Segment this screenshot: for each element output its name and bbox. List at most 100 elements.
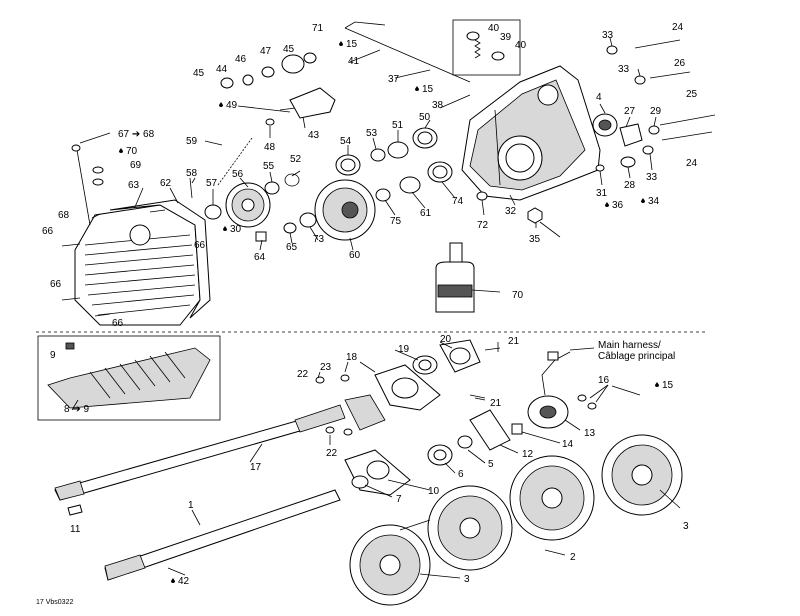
callout: 66 xyxy=(112,318,124,329)
callout: 67 ➔ 68 xyxy=(118,129,155,140)
callout: 56 xyxy=(232,169,244,180)
callout: 75 xyxy=(390,216,402,227)
washer-45b xyxy=(303,52,317,64)
callout: 68 xyxy=(58,210,70,221)
bolt-66d xyxy=(149,209,166,213)
bolt-25 xyxy=(659,114,716,126)
seal-5 xyxy=(457,435,473,449)
washer-31 xyxy=(595,164,605,172)
callout: 25 xyxy=(686,89,698,100)
callout: 55 xyxy=(263,161,275,172)
callout: 63 xyxy=(128,180,140,191)
callout: 66 xyxy=(42,226,54,237)
callout: 12 xyxy=(522,449,534,460)
callout: 33 xyxy=(646,172,658,183)
callout: 22 xyxy=(326,448,338,459)
callout: 9 xyxy=(50,350,56,361)
callout: 18 xyxy=(346,352,358,363)
callout: 51 xyxy=(392,120,404,131)
bearing-54 xyxy=(335,154,361,176)
callout: 45 xyxy=(193,68,205,79)
callout: 22 xyxy=(297,369,309,380)
bolt-24-bottom xyxy=(661,131,713,141)
circlip-52 xyxy=(284,173,300,187)
pin-48 xyxy=(265,118,275,126)
chaincase-cover xyxy=(74,204,201,326)
nut-72 xyxy=(476,191,488,201)
callout: 46 xyxy=(235,54,247,65)
droplet-icon xyxy=(223,226,227,231)
callout: 57 xyxy=(206,178,218,189)
sprocket-2b xyxy=(509,455,595,541)
callout: 72 xyxy=(477,220,489,231)
nut-22a xyxy=(315,376,325,384)
washer-16 xyxy=(577,394,597,410)
droplet-icon xyxy=(339,41,343,46)
ring-53 xyxy=(370,148,386,162)
droplet-icon xyxy=(641,198,645,203)
callout: 42 xyxy=(178,576,190,587)
nut-23 xyxy=(340,374,350,382)
figure-code: 17 Vbs0322 xyxy=(36,599,73,606)
callout: 54 xyxy=(340,136,352,147)
callout: 39 xyxy=(500,32,512,43)
callout: 24 xyxy=(672,22,684,33)
callout: 36 xyxy=(612,200,624,211)
callout: 38 xyxy=(432,100,444,111)
cover-gasket xyxy=(109,199,211,319)
callout: 33 xyxy=(618,64,630,75)
pad-47 xyxy=(281,54,305,74)
sensor-housing-13 xyxy=(527,351,571,429)
callout: 52 xyxy=(290,154,302,165)
bearing-19 xyxy=(412,355,438,375)
harness-label-en: Main harness/ xyxy=(598,340,661,351)
lever-rod xyxy=(344,21,471,83)
callout: 3 xyxy=(683,521,689,532)
droplet-icon xyxy=(605,202,609,207)
callout: 45 xyxy=(283,44,295,55)
drive-chain xyxy=(217,137,253,186)
callout: 23 xyxy=(320,362,332,373)
lower-sprocket xyxy=(314,179,376,241)
callout: 50 xyxy=(419,112,431,123)
callout: 60 xyxy=(349,250,361,261)
callout: 41 xyxy=(348,56,360,67)
washer-65 xyxy=(283,222,297,234)
callout: 15 xyxy=(422,84,434,95)
callout: 24 xyxy=(686,158,698,169)
tensioner-28 xyxy=(620,156,636,168)
droplet-markers xyxy=(119,41,659,583)
callout: 61 xyxy=(420,208,432,219)
callout: 66 xyxy=(194,240,206,251)
bolt-66a xyxy=(61,243,81,247)
callout: 20 xyxy=(440,334,452,345)
callout: 49 xyxy=(226,100,238,111)
bearing-4 xyxy=(592,113,618,137)
callout-labels: 33 24 33 26 4 25 27 29 24 33 28 31 34 36… xyxy=(36,22,698,606)
dipstick xyxy=(71,144,104,226)
callout: 44 xyxy=(216,64,228,75)
bolt-24-top xyxy=(634,39,681,49)
callout: 58 xyxy=(186,168,198,179)
callout: 35 xyxy=(529,234,541,245)
callout: 13 xyxy=(584,428,596,439)
plate-plug xyxy=(344,394,386,431)
washer-44 xyxy=(242,74,254,86)
caliper-43 xyxy=(289,87,336,119)
track-inset xyxy=(37,335,221,421)
tensioner-73 xyxy=(299,212,317,228)
callout: 66 xyxy=(50,279,62,290)
leader-lines xyxy=(71,37,681,579)
callout: 32 xyxy=(505,206,517,217)
nut-22b xyxy=(325,426,353,436)
flange-20 xyxy=(439,339,481,373)
callout: 19 xyxy=(398,344,410,355)
bushing-46 xyxy=(261,66,275,78)
bolt-66c xyxy=(94,313,111,317)
drive-axle-17 xyxy=(54,404,346,501)
callout: 15 xyxy=(662,380,674,391)
callout: 64 xyxy=(254,252,266,263)
callout: 11 xyxy=(70,524,81,535)
callout: 2 xyxy=(570,552,576,563)
